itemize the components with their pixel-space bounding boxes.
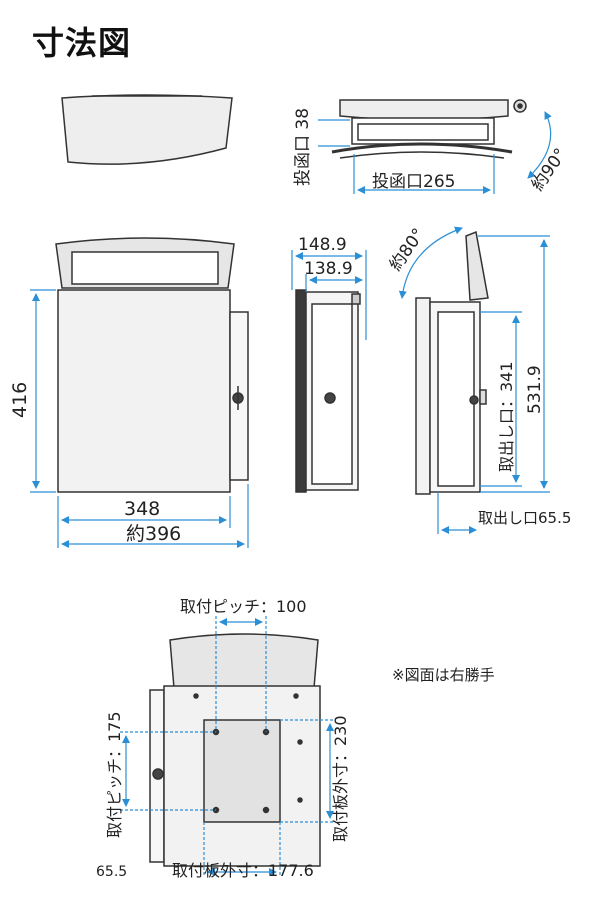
side-dimensions (291, 250, 367, 340)
open-side-view (415, 230, 489, 495)
open-angle-label: 約80° (386, 225, 429, 275)
plate-height-label: 取付板外寸：230 (331, 715, 350, 842)
front-dimensions (30, 289, 249, 548)
front-body-width-label: 348 (124, 498, 160, 520)
slot-height-label: 投函口 38 (293, 108, 313, 186)
slot-dimensions (318, 111, 552, 194)
slot-width-label: 投函口265 (372, 172, 455, 192)
mount-pitch-h-label: 取付ピッチ：100 (180, 597, 307, 616)
back-offset-label: 65.5 (96, 864, 127, 880)
front-overall-width-label: 約396 (126, 523, 181, 545)
front-view (55, 237, 249, 493)
lid-angle-label: 約90° (528, 145, 571, 195)
handedness-note: ※図面は右勝手 (392, 666, 495, 684)
plate-width-label: 取付板外寸：177.6 (172, 861, 314, 880)
outlet-offset-label: 取出し口65.5 (478, 509, 571, 527)
outlet-height-label: 取出し口：341 (497, 361, 516, 472)
slot-top-view (331, 99, 527, 159)
side-inner-depth-label: 138.9 (304, 259, 353, 279)
open-dimensions (398, 226, 550, 534)
total-height-label: 531.9 (525, 365, 545, 414)
back-dimensions (120, 616, 336, 876)
side-outer-depth-label: 148.9 (298, 235, 347, 255)
page-title: 寸法図 (32, 24, 132, 62)
front-height-label: 416 (9, 382, 31, 418)
mount-pitch-v-label: 取付ピッチ：175 (105, 711, 124, 838)
lid-top-view (61, 94, 233, 165)
back-view (149, 633, 321, 867)
back-dimension-arrows (122, 618, 334, 876)
side-view (295, 289, 361, 493)
